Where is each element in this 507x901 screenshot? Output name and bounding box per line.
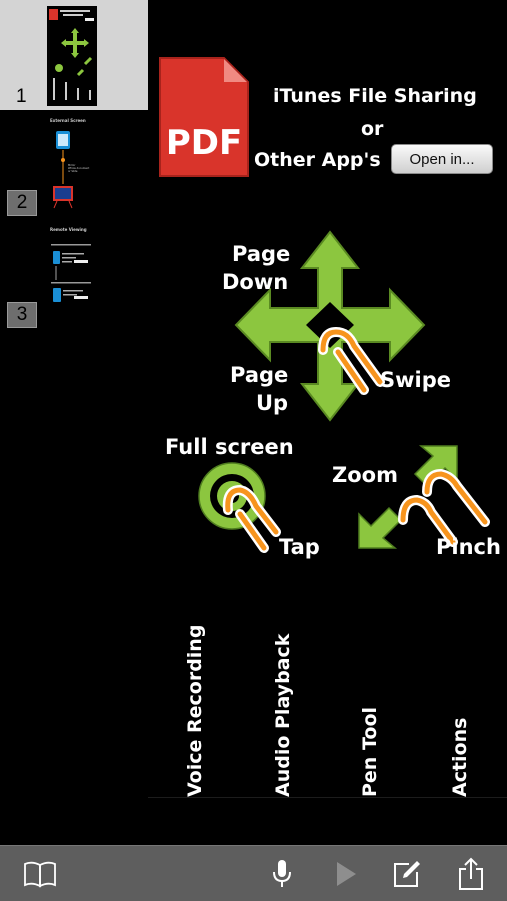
page-up-label-1: Page xyxy=(230,363,289,387)
book-button[interactable] xyxy=(20,846,60,901)
other-apps-label: Other App's xyxy=(254,149,381,171)
actions-label: Actions xyxy=(449,717,471,797)
swipe-label: Swipe xyxy=(380,368,451,392)
tap-target-icon xyxy=(198,462,281,553)
microphone-icon xyxy=(273,859,291,887)
thumbnail-2-preview: External Screen Mirror Whole document or… xyxy=(50,118,89,209)
thumbnail-3-preview: Remote Viewing xyxy=(50,227,91,302)
page-number-1: 1 xyxy=(16,86,27,107)
edit-button[interactable] xyxy=(390,846,424,901)
thumbnail-sidebar: 1 External Screen Mirror Whole document … xyxy=(0,0,148,845)
share-icon xyxy=(459,857,483,890)
open-in-button[interactable]: Open in... xyxy=(391,144,493,174)
thumbnail-page-3[interactable]: Remote Viewing 3 xyxy=(0,218,148,328)
thumbnail-2-line-3: or Slide xyxy=(68,169,78,173)
thumbnail-2-line-2: Whole document xyxy=(68,166,89,170)
page-bottom-divider xyxy=(148,797,507,798)
bottom-toolbar xyxy=(0,845,507,901)
edit-icon xyxy=(394,860,420,887)
play-icon xyxy=(337,861,356,886)
share-button[interactable] xyxy=(454,846,488,901)
page-down-label-2: Down xyxy=(222,270,289,294)
zoom-label: Zoom xyxy=(332,463,398,487)
swipe-arrows-icon xyxy=(234,230,426,422)
thumbnail-page-2[interactable]: External Screen Mirror Whole document or… xyxy=(0,110,148,218)
thumbnail-page-1[interactable]: 1 xyxy=(0,0,148,110)
pen-tool-label: Pen Tool xyxy=(359,706,381,797)
play-button[interactable] xyxy=(330,846,362,901)
thumbnail-2-line-1: Mirror xyxy=(68,163,76,167)
full-screen-label: Full screen xyxy=(165,435,294,459)
itunes-file-sharing-label: iTunes File Sharing xyxy=(273,85,477,107)
pinch-zoom-icon xyxy=(358,445,490,549)
page-number-2: 2 xyxy=(7,190,37,216)
voice-recording-label: Voice Recording xyxy=(184,624,206,797)
thumbnail-3-title: Remote Viewing xyxy=(50,227,87,232)
pdf-icon-label: PDF xyxy=(166,123,242,163)
thumbnail-2-title: External Screen xyxy=(50,118,86,123)
pinch-label: Pinch xyxy=(436,535,501,559)
document-page[interactable]: PDF iTunes File Sharing or Other App's O… xyxy=(148,0,507,845)
or-label: or xyxy=(361,118,384,140)
thumbnail-1-preview xyxy=(47,6,97,106)
tap-label: Tap xyxy=(279,535,320,559)
book-icon xyxy=(24,861,56,887)
pdf-file-icon: PDF xyxy=(159,57,249,177)
audio-playback-label: Audio Playback xyxy=(272,633,294,797)
record-button[interactable] xyxy=(266,846,298,901)
page-number-3: 3 xyxy=(7,302,37,328)
page-up-label-2: Up xyxy=(256,391,289,415)
page-down-label-1: Page xyxy=(232,242,291,266)
